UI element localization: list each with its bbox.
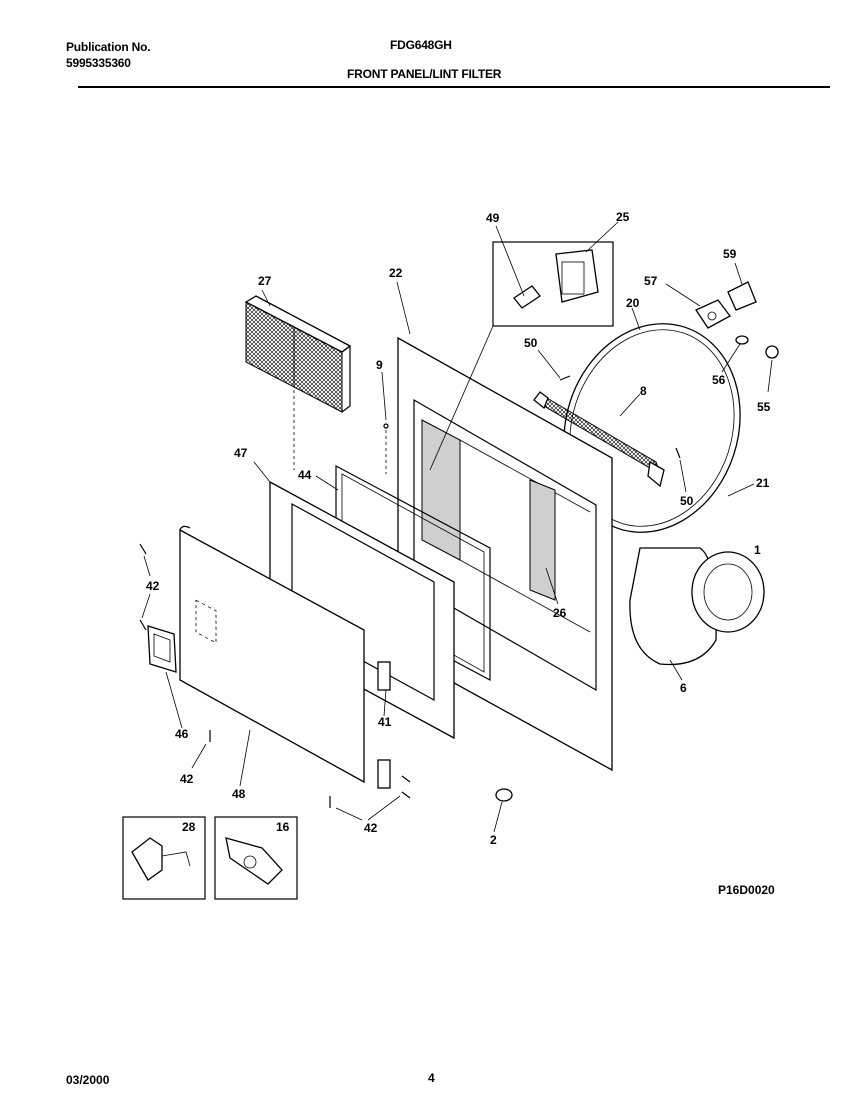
section-title: FRONT PANEL/LINT FILTER [347, 67, 502, 81]
callout-28: 28 [182, 820, 196, 834]
callout-57: 57 [644, 274, 658, 288]
callout-49: 49 [486, 211, 500, 225]
screws [139, 375, 681, 808]
callout-22: 22 [389, 266, 403, 280]
callout-6: 6 [680, 681, 687, 695]
callout-labels: 49 25 59 27 22 57 20 50 56 55 9 8 47 44 … [146, 210, 775, 897]
callout-20: 20 [626, 296, 640, 310]
callout-8: 8 [640, 384, 647, 398]
outer-door-part-48 [179, 525, 365, 784]
foot-part-2 [495, 788, 513, 802]
callout-48: 48 [232, 787, 246, 801]
callout-1: 1 [754, 543, 761, 557]
header-rule [78, 86, 830, 88]
callout-42-middle: 42 [180, 772, 194, 786]
callout-56: 56 [712, 373, 726, 387]
hinge-upper-part-41 [377, 661, 391, 691]
callout-42-left: 42 [146, 579, 160, 593]
lint-duct-part-8 [533, 391, 665, 488]
publication-label: Publication No. [66, 40, 151, 54]
callout-50-upper: 50 [524, 336, 538, 350]
lamp-assembly [695, 281, 779, 359]
callout-25: 25 [616, 210, 630, 224]
footer-date: 03/2000 [66, 1073, 110, 1087]
callout-2: 2 [490, 833, 497, 847]
callout-46: 46 [175, 727, 189, 741]
callout-21: 21 [756, 476, 770, 490]
callout-59: 59 [723, 247, 737, 261]
callout-47: 47 [234, 446, 248, 460]
callout-55: 55 [757, 400, 771, 414]
callout-50-lower: 50 [680, 494, 694, 508]
callout-9: 9 [376, 358, 383, 372]
model-number: FDG648GH [390, 38, 452, 52]
inset-box-part-16 [214, 816, 298, 900]
inset-box-part-28 [122, 816, 206, 900]
hinge-lower-part-41 [377, 759, 391, 789]
callout-26: 26 [553, 606, 567, 620]
callout-27: 27 [258, 274, 272, 288]
inset-box-parts-25-49 [429, 241, 614, 471]
diagram-code: P16D0020 [718, 883, 775, 897]
callout-41: 41 [378, 715, 392, 729]
callout-16: 16 [276, 820, 290, 834]
callout-44: 44 [298, 468, 312, 482]
leader-lines [141, 221, 773, 833]
callout-42-bottom: 42 [364, 821, 378, 835]
publication-number: 5995335360 [66, 56, 131, 70]
page-number: 4 [428, 1071, 435, 1085]
lint-filter-part-27 [244, 295, 352, 413]
door-handle-part-46 [147, 625, 177, 673]
blower-housing-part-6 [629, 547, 765, 666]
